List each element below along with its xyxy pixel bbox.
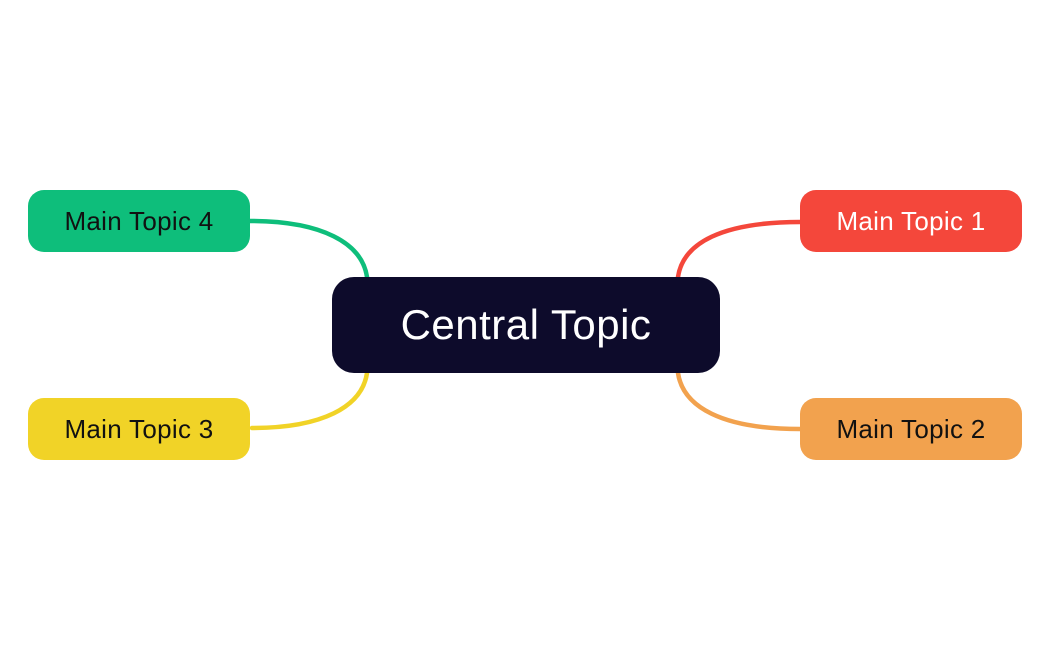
main-topic-1-label: Main Topic 1 — [836, 205, 986, 236]
connector-central-to-main-topic-4 — [247, 218, 370, 280]
main-topic-3-label: Main Topic 3 — [64, 413, 214, 444]
connector-central-to-main-topic-2 — [675, 370, 803, 432]
main-topic-3-node[interactable]: Main Topic 3 — [28, 398, 250, 460]
connector-central-to-main-topic-3 — [249, 370, 370, 431]
main-topic-4-label: Main Topic 4 — [64, 205, 214, 236]
main-topic-2-node[interactable]: Main Topic 2 — [800, 398, 1022, 460]
main-topic-1-node[interactable]: Main Topic 1 — [800, 190, 1022, 252]
main-topic-4-node[interactable]: Main Topic 4 — [28, 190, 250, 252]
central-topic-label: Central Topic — [400, 301, 652, 348]
connector-central-to-main-topic-1 — [675, 219, 803, 280]
central-topic-node[interactable]: Central Topic — [332, 277, 720, 373]
main-topic-2-label: Main Topic 2 — [836, 413, 986, 444]
